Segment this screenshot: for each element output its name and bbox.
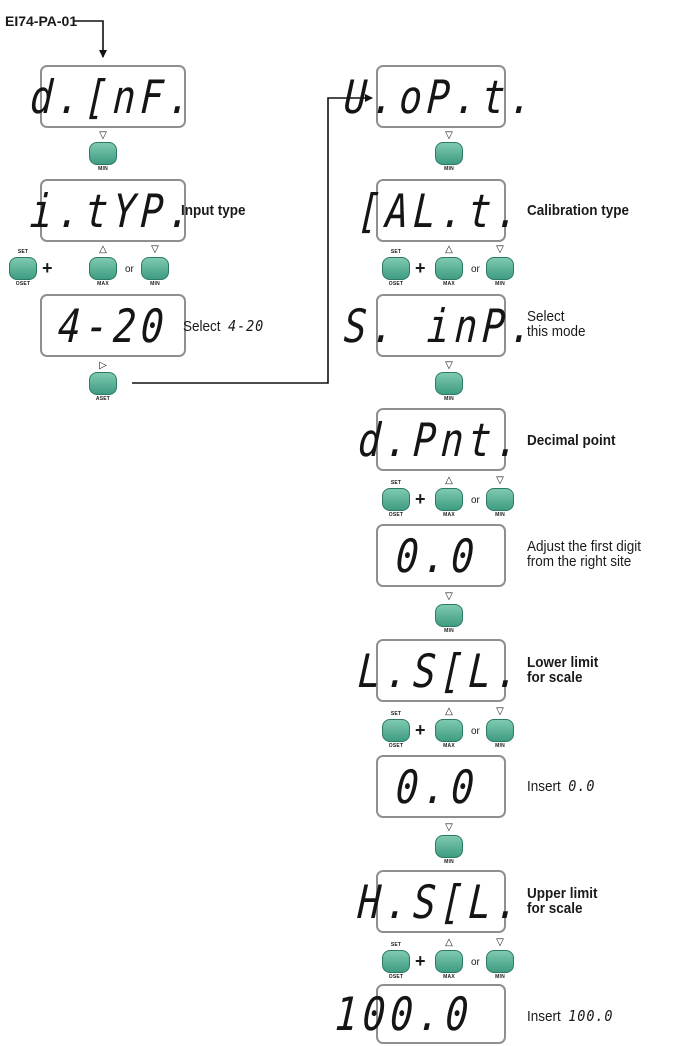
display-calt: [AL.t. (357, 179, 525, 242)
plus-sign-r2: + (415, 489, 426, 509)
plus-sign-r1: + (415, 258, 426, 278)
display-lower-value: 0.0 (376, 755, 506, 818)
label-lower-limit: Lower limit for scale (527, 654, 599, 686)
or-text-left: or (125, 264, 134, 275)
plus-sign-left: + (42, 258, 53, 278)
display-upper-value: 100.0 (333, 984, 506, 1044)
display-uopt: U.oP.t. (343, 65, 539, 128)
display-lscl: L.S[L. (357, 639, 525, 702)
plus-sign-r3: + (415, 720, 426, 740)
aset-to-right-arrow (132, 94, 373, 384)
display-dcnf: d.[nF. (29, 65, 197, 128)
label-insert-upper: Insert 100.0 (527, 1007, 614, 1025)
label-adjust-digit: Adjust the first digit from the right si… (527, 538, 642, 570)
label-insert-lower: Insert 0.0 (527, 777, 596, 795)
or-text-r1: or (471, 264, 480, 275)
label-calibration-type: Calibration type (527, 202, 630, 219)
display-dpnt: d.Pnt. (357, 408, 525, 471)
label-select-4-20: Select 4-20 (183, 317, 265, 335)
label-select-mode: Select this mode (527, 308, 586, 340)
display-ityp: i.tYP. (29, 179, 197, 242)
label-input-type: Input type (181, 202, 246, 219)
plus-sign-r4: + (415, 951, 426, 971)
label-upper-limit: Upper limit for scale (527, 885, 598, 917)
display-4-20: 4-20 (40, 294, 186, 357)
label-decimal-point: Decimal point (527, 432, 616, 449)
header-arrow (73, 20, 107, 58)
or-text-r3: or (471, 726, 480, 737)
display-sinp: S. inP. (343, 294, 539, 357)
device-code: EI74-PA-01 (5, 13, 78, 29)
or-text-r4: or (471, 957, 480, 968)
display-hscl: H.S[L. (357, 870, 525, 933)
or-text-r2: or (471, 495, 480, 506)
display-decimal-value: 0.0 (376, 524, 506, 587)
